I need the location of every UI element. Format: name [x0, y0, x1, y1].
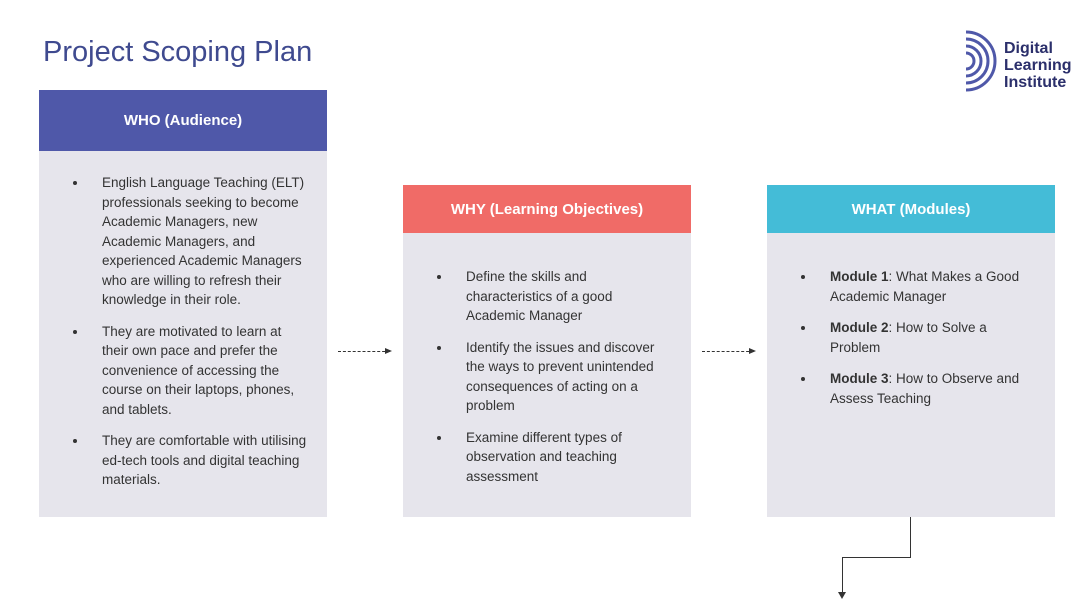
list-item: Module 1: What Makes a Good Academic Man… [816, 267, 1035, 306]
list-item: They are comfortable with utilising ed-t… [88, 431, 307, 490]
who-header: WHO (Audience) [39, 90, 327, 151]
arrow-down-icon [838, 592, 846, 599]
logo: Digital Learning Institute [962, 28, 1082, 94]
list-item: English Language Teaching (ELT) professi… [88, 173, 307, 310]
page-title: Project Scoping Plan [43, 36, 313, 68]
why-list: Define the skills and characteristics of… [403, 267, 691, 486]
logo-text-3: Institute [1004, 74, 1067, 91]
why-box: WHY (Learning Objectives) Define the ski… [403, 185, 691, 517]
module-label: Module 1 [830, 269, 889, 284]
module-label: Module 3 [830, 371, 889, 386]
what-box: WHAT (Modules) Module 1: What Makes a Go… [767, 185, 1055, 517]
who-box: WHO (Audience) English Language Teaching… [39, 90, 327, 517]
list-item: Examine different types of observation a… [452, 428, 671, 487]
why-header: WHY (Learning Objectives) [403, 185, 691, 233]
list-item: Define the skills and characteristics of… [452, 267, 671, 326]
who-list: English Language Teaching (ELT) professi… [39, 173, 327, 490]
module-label: Module 2 [830, 320, 889, 335]
list-item: They are motivated to learn at their own… [88, 322, 307, 420]
module-text: : What Makes a Good Academic Manager [830, 269, 1020, 304]
module-text: : How to Observe and Assess Teaching [830, 371, 1020, 406]
list-item: Module 3: How to Observe and Assess Teac… [816, 369, 1035, 408]
module-text: : How to Solve a Problem [830, 320, 987, 355]
list-item: Identify the issues and discover the way… [452, 338, 671, 416]
list-item: Module 2: How to Solve a Problem [816, 318, 1035, 357]
logo-arcs-icon [965, 30, 997, 92]
logo-text-1: Digital [1004, 40, 1053, 57]
what-header: WHAT (Modules) [767, 185, 1055, 233]
arrow-who-why [338, 348, 392, 354]
arrow-why-what [702, 348, 756, 354]
what-list: Module 1: What Makes a Good Academic Man… [767, 267, 1055, 408]
logo-text-2: Learning [1004, 57, 1072, 74]
